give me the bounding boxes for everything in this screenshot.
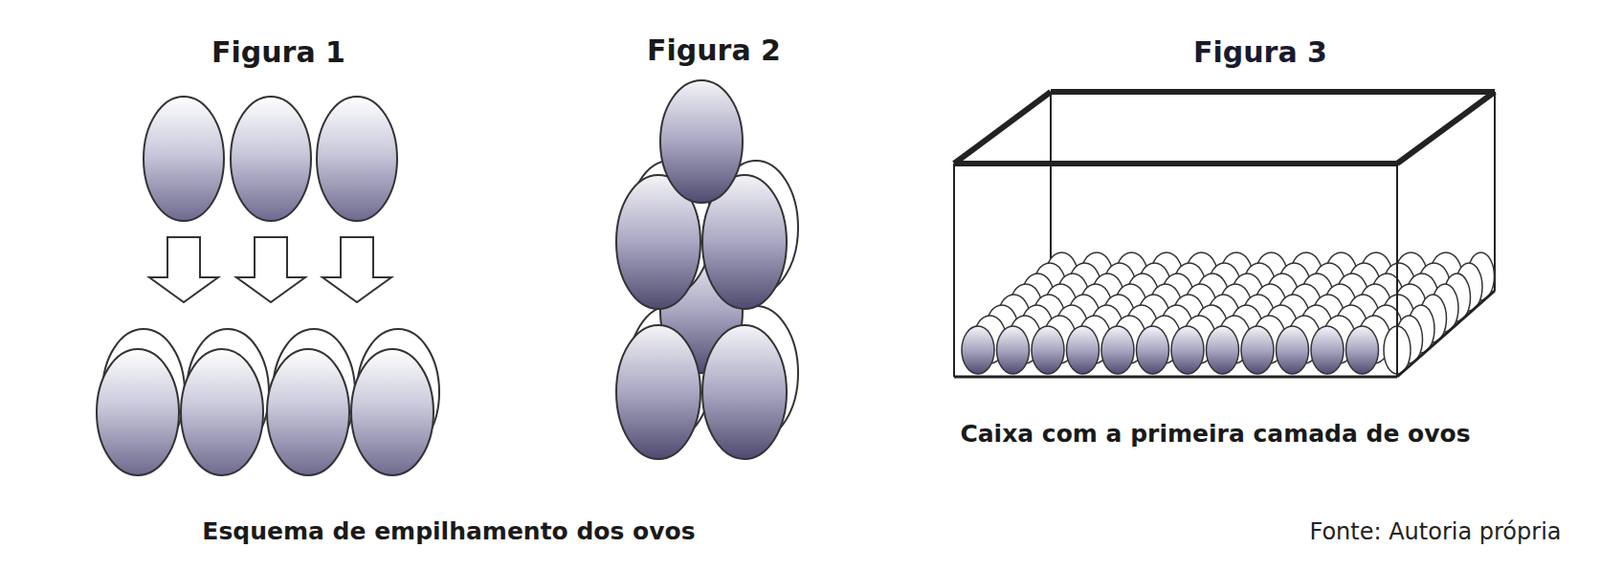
source-note: Fonte: Autoria própria xyxy=(1309,518,1561,546)
egg xyxy=(1031,326,1065,375)
egg xyxy=(1276,326,1310,375)
egg xyxy=(1066,326,1100,375)
egg xyxy=(997,326,1030,375)
figure-caption: Esquema de empilhamento dos ovos xyxy=(201,517,695,546)
egg xyxy=(1206,326,1240,375)
egg xyxy=(1311,326,1344,375)
egg xyxy=(961,326,995,375)
figure-title: Figura 2 xyxy=(646,33,781,67)
egg xyxy=(1101,326,1134,375)
egg xyxy=(1346,326,1379,375)
figure-title: Figura 1 xyxy=(211,35,346,69)
egg xyxy=(1136,326,1170,375)
egg xyxy=(1171,326,1204,375)
figure-caption: Caixa com a primeira camada de ovos xyxy=(959,420,1470,448)
figure-title: Figura 3 xyxy=(1193,35,1328,69)
egg xyxy=(1241,326,1274,375)
